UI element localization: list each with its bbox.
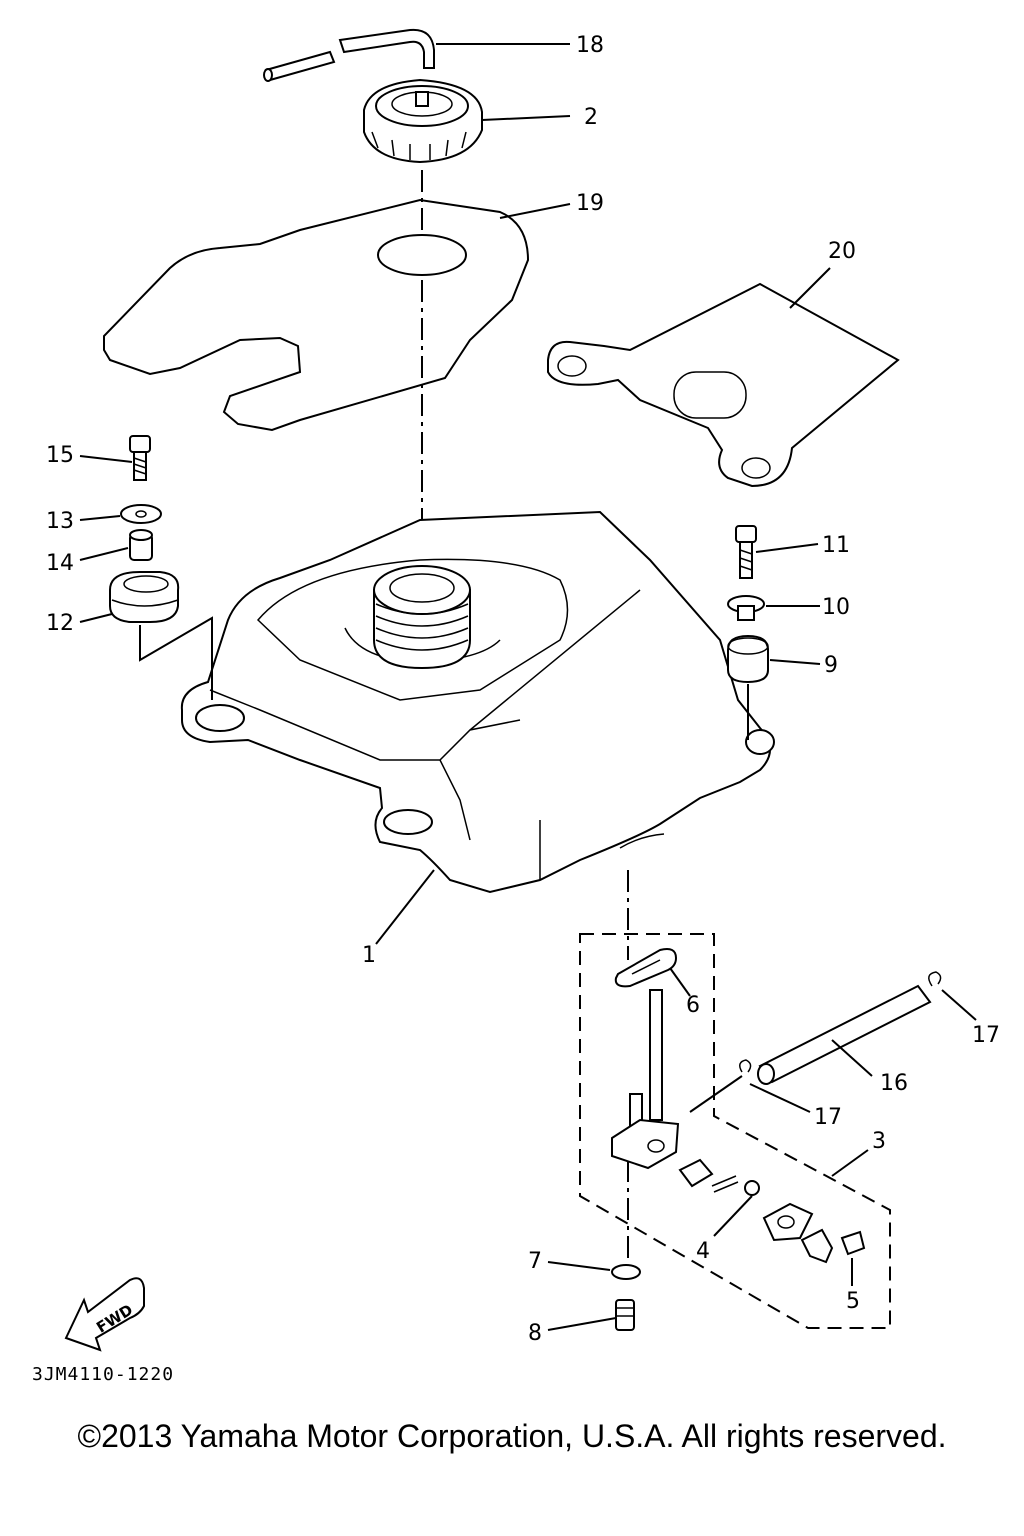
label-17b: 17 bbox=[814, 1105, 842, 1130]
part-11-bolt bbox=[735, 525, 757, 579]
part-20-plate bbox=[547, 282, 900, 488]
label-20: 20 bbox=[828, 239, 856, 264]
part-19-tank-pad bbox=[103, 198, 530, 432]
part-10-collar bbox=[727, 595, 765, 621]
part-2-fuel-cap bbox=[363, 78, 483, 164]
label-19: 19 bbox=[576, 191, 604, 216]
label-15: 15 bbox=[46, 443, 74, 468]
label-3: 3 bbox=[872, 1129, 886, 1154]
label-12: 12 bbox=[46, 611, 74, 636]
label-6: 6 bbox=[686, 993, 700, 1018]
label-18: 18 bbox=[576, 33, 604, 58]
part-6-gasket bbox=[614, 948, 678, 988]
label-4: 4 bbox=[696, 1239, 710, 1264]
label-17a: 17 bbox=[972, 1023, 1000, 1048]
label-1: 1 bbox=[362, 943, 376, 968]
part-9-grommet bbox=[727, 634, 769, 684]
part-18-breather-hose bbox=[263, 28, 435, 82]
label-11: 11 bbox=[822, 533, 850, 558]
part-13-washer bbox=[120, 504, 162, 524]
label-14: 14 bbox=[46, 551, 74, 576]
part-12-grommet bbox=[109, 571, 180, 623]
label-2: 2 bbox=[584, 105, 598, 130]
fwd-direction-arrow: FWD bbox=[64, 1277, 145, 1352]
label-8: 8 bbox=[528, 1321, 542, 1346]
leader-lines bbox=[79, 43, 977, 1331]
part-number-labels: 18 2 19 20 15 13 14 12 11 10 9 1 6 17 16… bbox=[46, 33, 1000, 1346]
label-16: 16 bbox=[880, 1071, 908, 1096]
part-14-collar bbox=[129, 529, 153, 561]
part-17-clips bbox=[739, 971, 942, 1073]
label-10: 10 bbox=[822, 595, 850, 620]
part-15-bolt bbox=[129, 435, 151, 481]
part-7-washer bbox=[611, 1264, 641, 1280]
label-5: 5 bbox=[846, 1289, 860, 1314]
part-16-pipe bbox=[757, 984, 932, 1085]
copyright-notice: ©2013 Yamaha Motor Corporation, U.S.A. A… bbox=[77, 1418, 947, 1454]
fuel-cock-lever-parts bbox=[678, 1158, 866, 1264]
label-7: 7 bbox=[528, 1249, 542, 1274]
part-3-fuel-cock-assy-outline bbox=[579, 933, 891, 1329]
diagram-code: 3JM4110-1220 bbox=[32, 1364, 175, 1385]
fuel-cock-body bbox=[611, 989, 680, 1170]
part-1-fuel-tank bbox=[180, 510, 775, 894]
label-13: 13 bbox=[46, 509, 74, 534]
label-9: 9 bbox=[824, 653, 838, 678]
part-8-drain-screw bbox=[615, 1299, 635, 1331]
